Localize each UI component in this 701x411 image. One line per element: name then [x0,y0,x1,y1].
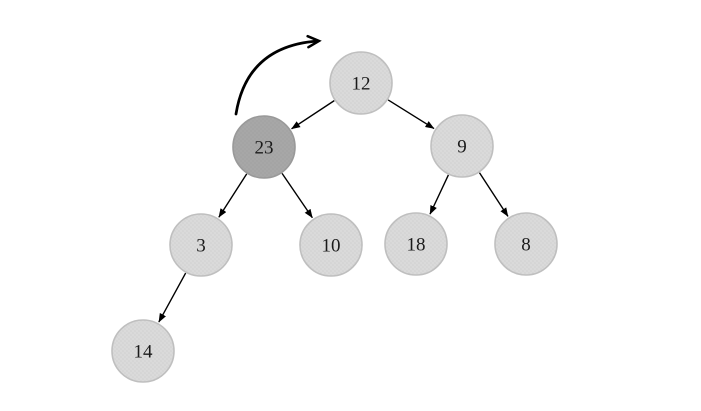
tree-node-circle-18 [384,212,448,276]
tree-node-10: 10 [299,213,363,277]
tree-node-label-3: 3 [196,236,206,257]
edge-23-to-3 [218,173,248,218]
tree-node-23: 23 [232,115,296,179]
tree-node-label-23: 23 [255,138,274,159]
curved-arrow-icon [234,34,322,116]
edge-23-to-10 [281,173,313,219]
edge-12-to-23 [291,100,335,130]
tree-node-label-10: 10 [322,236,341,257]
tree-node-circle-23 [232,115,296,179]
tree-node-label-14: 14 [134,342,154,363]
tree-node-label-9: 9 [457,137,467,158]
tree-node-circle-12 [329,51,393,115]
tree-node-9: 9 [430,114,494,178]
annotation-layer [234,34,322,116]
tree-node-circle-3 [169,213,233,277]
nodes-layer: 12 23 9 3 10 18 8 14 [111,51,558,383]
edges-layer [158,99,509,323]
tree-node-circle-14 [111,319,175,383]
tree-node-18: 18 [384,212,448,276]
tree-node-circle-10 [299,213,363,277]
tree-node-14: 14 [111,319,175,383]
edge-9-to-8 [478,172,509,217]
tree-node-circle-9 [430,114,494,178]
tree-node-circle-8 [494,212,558,276]
tree-node-12: 12 [329,51,393,115]
tree-node-label-12: 12 [352,74,371,95]
tree-node-3: 3 [169,213,233,277]
tree-node-8: 8 [494,212,558,276]
edge-12-to-9 [387,99,435,130]
tree-node-label-8: 8 [521,235,531,256]
edge-3-to-14 [158,272,187,323]
tree-node-label-18: 18 [407,235,426,256]
edge-9-to-18 [429,174,450,215]
